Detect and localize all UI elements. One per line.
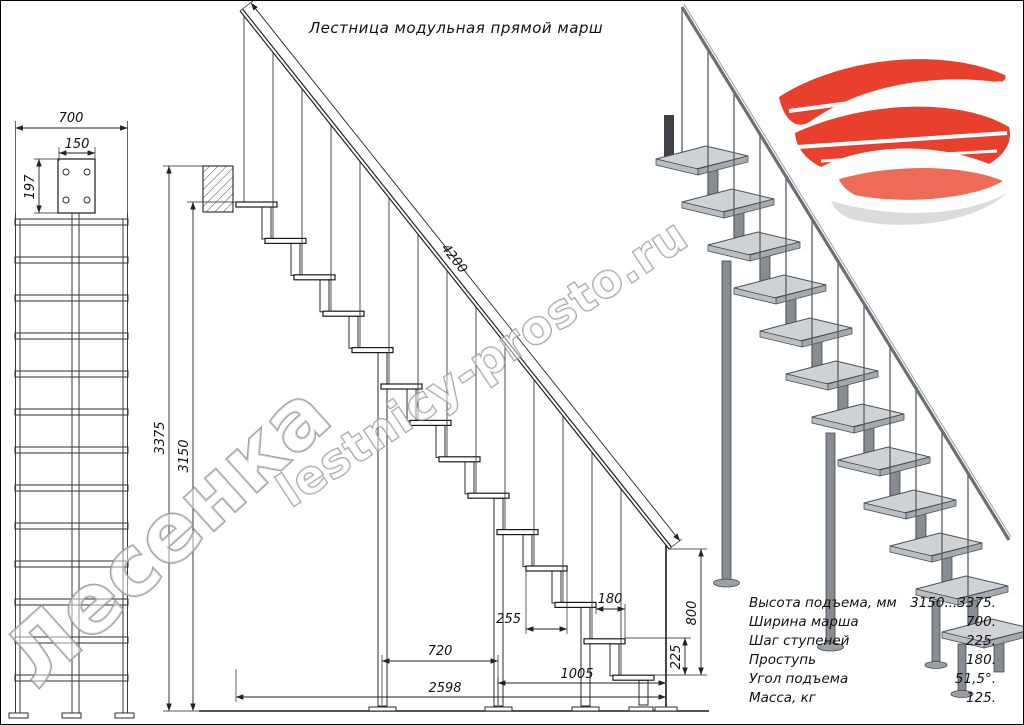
iso-leg-base [817, 642, 844, 652]
leg-foot [484, 706, 513, 712]
iso-tread-side [681, 201, 725, 219]
spec-label: Высота подъема, мм [749, 595, 897, 611]
spec-label: Масса, кг [749, 690, 817, 706]
spec-value: 700. [966, 614, 996, 630]
iso-view [655, 3, 1023, 698]
spec-value: 225. [966, 633, 996, 649]
leg-foot [368, 706, 397, 712]
iso-tread-side [733, 287, 777, 305]
tread [293, 274, 336, 281]
dim-plate-width: 150 [65, 137, 90, 152]
dim-total-run: 2598 [428, 681, 461, 696]
spec-value: 125. [966, 690, 996, 706]
support-module [261, 206, 272, 240]
tread [612, 674, 655, 681]
spec-value: 51,5°. [955, 671, 996, 687]
tread [554, 601, 597, 609]
tread [525, 565, 568, 572]
iso-leg [721, 260, 732, 582]
dim-front-width: 700 [59, 111, 84, 126]
spec-value: 180. [966, 652, 996, 668]
dim-tread-depth: 255 [496, 612, 521, 627]
bolt-hole-icon [83, 196, 91, 204]
iso-steps-group [655, 7, 1023, 698]
iso-tread-side [655, 158, 699, 176]
dim-step-run: 180 [598, 592, 623, 607]
logo-red-tail [839, 167, 1003, 200]
iso-tread-side [707, 244, 751, 262]
iso-tread-side [863, 502, 907, 520]
bolt-hole-icon [62, 196, 70, 204]
front-foot [114, 712, 135, 719]
logo-stripe [796, 131, 1008, 149]
logo-stripe [788, 81, 1002, 113]
dim-bottom-rail-height: 800 [685, 601, 700, 626]
dim-bottom-run: 1005 [560, 667, 593, 682]
iso-leg-base [924, 661, 948, 669]
iso-leg-base [950, 690, 974, 698]
support-module [464, 461, 475, 495]
front-view: 700 150 197 [8, 111, 135, 719]
mount-plate [57, 158, 96, 214]
support-module [638, 679, 649, 706]
logo-gray-swoosh [831, 193, 1007, 225]
iso-leg-base [713, 578, 740, 588]
iso-tread-side [785, 373, 829, 391]
brand-logo [779, 59, 1011, 225]
end-post-foot [654, 706, 678, 712]
support-leg [580, 606, 591, 707]
iso-tread-side [811, 416, 855, 434]
support-module [609, 643, 620, 677]
tread [322, 310, 365, 317]
iso-handrail [680, 6, 1011, 541]
tread [496, 528, 539, 536]
drawing-title: Лестница модульная прямой марш [308, 19, 603, 37]
dim-flight-height: 3150 [177, 439, 192, 472]
side-view: 3375 3150 4200 720 2598 1005 255 180 [153, 1, 709, 712]
tread [235, 201, 278, 208]
spec-label: Ширина марша [749, 614, 859, 630]
wall-bracket [664, 115, 674, 161]
iso-tread-side [915, 588, 959, 606]
spec-label: Проступь [749, 652, 816, 668]
ceiling-slab [202, 165, 234, 213]
iso-tread-side [941, 631, 985, 649]
leg-foot [571, 706, 600, 712]
logo-red-wing [779, 59, 1006, 125]
dim-total-height: 3375 [153, 421, 168, 454]
tread [467, 492, 510, 499]
dim-leg-spacing: 720 [428, 644, 453, 659]
support-module [319, 279, 330, 313]
dim-step-rise: 225 [669, 645, 684, 670]
iso-tread-side [837, 459, 881, 477]
watermark-brand: Лесенка [1, 366, 349, 706]
spec-label: Шаг ступеней [749, 633, 850, 649]
tread [351, 347, 394, 354]
dim-plate-height: 197 [23, 174, 38, 200]
tread [264, 237, 307, 244]
specs-table: Высота подъема, мм 3150...3375. Ширина м… [749, 595, 996, 706]
spec-label: Угол подъема [749, 671, 848, 687]
tread [438, 456, 481, 463]
bolt-hole-icon [62, 168, 70, 176]
bolt-hole-icon [83, 168, 91, 176]
support-module [348, 315, 359, 349]
support-module [290, 242, 301, 276]
iso-tread-side [759, 330, 803, 348]
iso-handrail-highlight [683, 3, 1012, 538]
leg-foot [628, 706, 654, 712]
tread [583, 638, 626, 645]
spec-value: 3150...3375. [910, 595, 996, 611]
front-foot [8, 712, 29, 719]
support-module [435, 424, 446, 458]
watermark-site: lestnicy-prosto.ru [267, 208, 697, 518]
logo-stripe [820, 149, 998, 163]
front-foot [61, 712, 82, 719]
support-module [522, 534, 533, 568]
iso-tread-side [889, 545, 933, 563]
support-module [551, 570, 562, 604]
